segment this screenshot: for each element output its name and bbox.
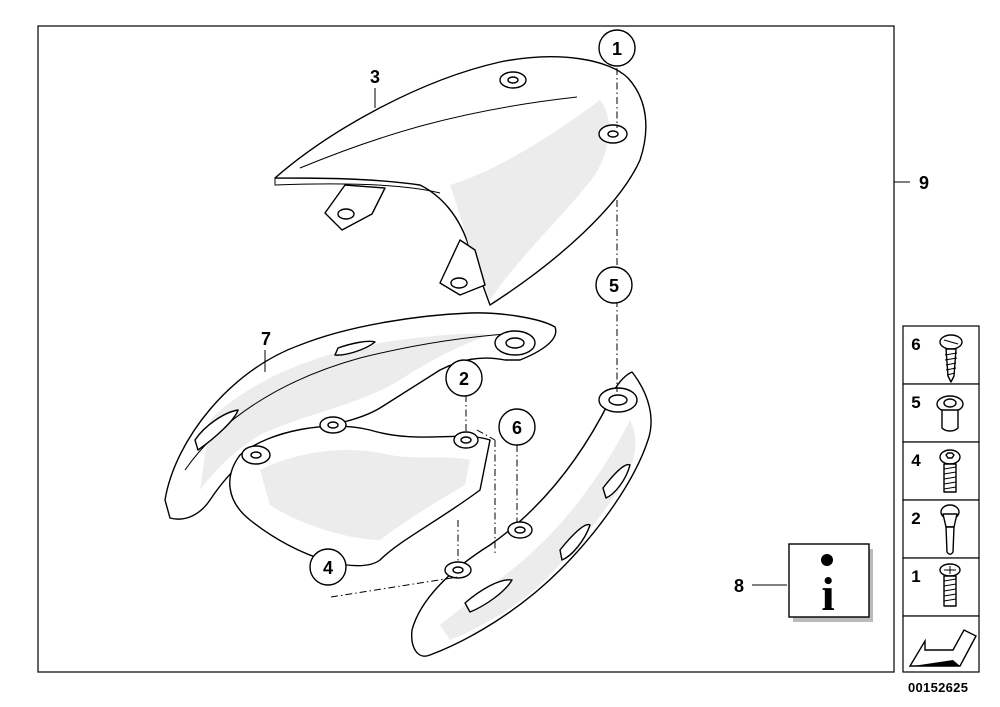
info-manual-icon: i — [788, 543, 873, 622]
callout-4: 4 — [309, 548, 347, 586]
document-id: 00152625 — [908, 680, 969, 695]
info-symbol: i — [821, 568, 834, 621]
side-row-5-label: 5 — [911, 393, 920, 412]
pin-icon — [940, 504, 960, 555]
label-7: 7 — [261, 329, 271, 349]
hex-socket-screw-icon — [939, 449, 961, 493]
side-row-1-label: 1 — [911, 567, 920, 586]
phillips-screw-icon — [939, 563, 961, 607]
side-row-6-label: 6 — [911, 335, 920, 354]
side-row-2-label: 2 — [911, 509, 920, 528]
seat-cover-part — [274, 56, 647, 306]
callout-5-label: 5 — [609, 276, 619, 296]
callout-1: 1 — [598, 29, 636, 67]
callout-2-label: 2 — [459, 369, 469, 389]
grab-rail-part — [164, 312, 652, 657]
label-9: 9 — [919, 173, 929, 193]
leader-lines — [264, 68, 910, 598]
callout-6-label: 6 — [512, 418, 522, 438]
callout-6: 6 — [498, 408, 536, 446]
callout-2: 2 — [445, 359, 483, 397]
side-parts-panel: 6 5 4 2 1 — [902, 325, 980, 673]
side-row-4-label: 4 — [911, 451, 921, 470]
callout-4-label: 4 — [323, 558, 333, 578]
tapping-screw-icon — [939, 334, 963, 383]
callout-1-label: 1 — [612, 39, 622, 59]
rubber-grommet-icon — [936, 395, 964, 432]
callout-5: 5 — [595, 266, 633, 304]
label-8: 8 — [734, 576, 744, 596]
label-3: 3 — [370, 67, 380, 87]
navigation-arrow-icon — [908, 629, 977, 667]
diagram-frame — [37, 25, 895, 673]
